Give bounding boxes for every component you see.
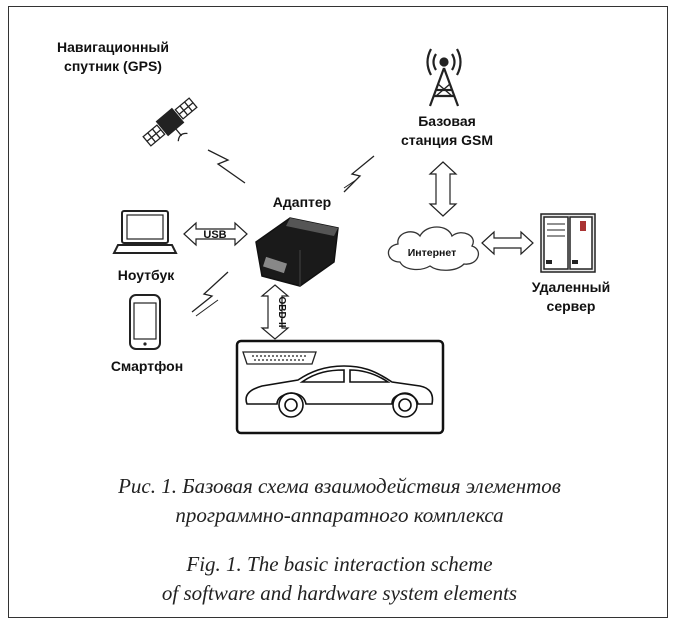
smartphone-icon xyxy=(129,294,161,350)
laptop-icon xyxy=(112,210,178,254)
gsm-tower-icon xyxy=(426,48,462,107)
internet-server-link xyxy=(481,230,534,256)
laptop-label: Ноутбук xyxy=(117,267,175,283)
gsm-internet-link xyxy=(428,161,458,217)
gsm-label: Базовая станция GSM xyxy=(400,113,494,148)
smartphone-label: Смартфон xyxy=(110,358,184,374)
obd-label: OBD-II xyxy=(276,296,287,327)
obd-adapter-icon xyxy=(255,217,339,287)
usb-link: USB xyxy=(183,221,248,247)
wireless-link-gsm xyxy=(343,155,375,193)
adapter-label: Адаптер xyxy=(272,194,332,210)
satellite-icon xyxy=(142,97,198,147)
wireless-link-smartphone xyxy=(191,271,229,317)
obd-link: OBD-II xyxy=(260,284,290,340)
internet-cloud-icon: Интернет xyxy=(387,226,480,271)
car-icon xyxy=(245,365,434,418)
gps-label: Навигационный спутник (GPS) xyxy=(57,39,169,74)
server-label: Удаленный сервер xyxy=(531,279,611,314)
caption-ru-line2: программно-аппаратного комплекса xyxy=(175,503,504,527)
caption-en-line1: Fig. 1. The basic interaction scheme xyxy=(186,552,493,576)
car-panel xyxy=(235,339,445,435)
usb-label: USB xyxy=(203,229,226,241)
internet-label: Интернет xyxy=(408,247,456,259)
obd-port-icon xyxy=(242,351,317,365)
caption-ru-line1: Рис. 1. Базовая схема взаимодействия эле… xyxy=(118,474,561,498)
caption-en-line2: of software and hardware system elements xyxy=(161,581,518,605)
figure-frame xyxy=(8,6,668,618)
wireless-link-gps xyxy=(207,149,246,184)
server-icon xyxy=(540,213,596,273)
